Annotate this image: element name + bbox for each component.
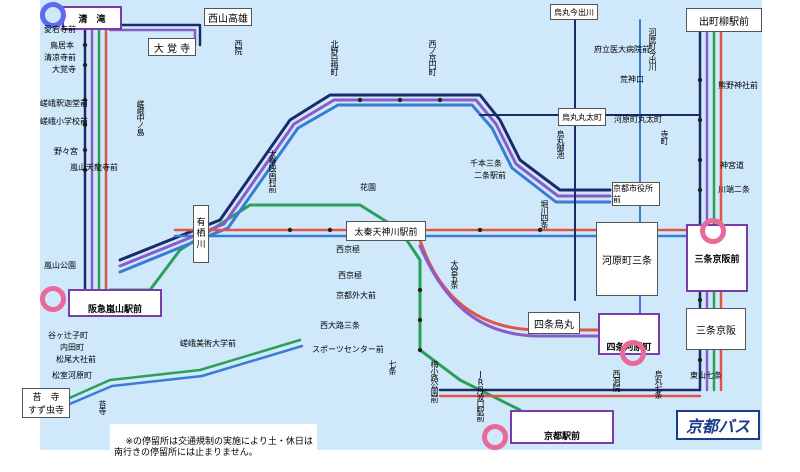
terminal-label: 阪急嵐山駅前 xyxy=(87,305,142,315)
station-label: 大宮五条 xyxy=(450,260,459,288)
box-label: 太秦天神川駅前 xyxy=(354,227,418,238)
station-label: 寺町 xyxy=(660,130,669,144)
terminal-label: 三条京阪前 xyxy=(694,254,740,265)
station-label: 苔寺 xyxy=(98,400,107,414)
terminal-label: 苔 寺 すず虫寺 xyxy=(27,393,64,416)
station-label: 西大路三条 xyxy=(320,321,360,330)
marker-hankyu-arashiyama xyxy=(40,286,66,312)
station-label: 神宮道 xyxy=(720,161,744,170)
terminal-demachiyanagi: 出町柳駅前 xyxy=(686,8,762,32)
station-label: 千本三条 xyxy=(470,159,502,168)
station-label: 嵐山天龍寺前 xyxy=(70,163,118,172)
station-label: 西ノ京円町 xyxy=(428,40,437,75)
station-label: 大覚寺 xyxy=(52,65,76,74)
box-label: 四条烏丸 xyxy=(534,319,574,331)
station-label: 府立医大病院前 xyxy=(594,45,650,54)
station-label: 嵯峨美術大学前 xyxy=(180,339,236,348)
box-shijo-keihan: 三条京阪 xyxy=(686,308,746,350)
station-label: 京都外大前 xyxy=(336,291,376,300)
station-label: 熊野神社前 xyxy=(718,81,758,90)
box-label: 烏丸今出川 xyxy=(554,7,594,17)
logo-text: 京都バス xyxy=(685,417,750,436)
station-label: 堀川四条 xyxy=(540,200,549,228)
station-label: 鳥居本 xyxy=(50,41,74,50)
footnote: ※の停留所は交通規制の実施により土・休日は 南行きの停留所には止まりません。 xyxy=(110,424,317,472)
marker-kyoto-eki xyxy=(482,424,508,450)
box-karasuma-imadegawa: 烏丸今出川 xyxy=(550,4,598,20)
station-label: 内田町 xyxy=(60,343,84,352)
terminal-kyoto-eki: 京都駅前 xyxy=(510,410,614,444)
box-label: 京都市役所前 xyxy=(613,184,653,204)
box-label: 烏丸丸太町 xyxy=(562,112,602,122)
bus-stops xyxy=(82,42,703,363)
terminal-kiyotaki: 清 滝 xyxy=(62,6,122,30)
box-daikakuji: 大 覚 寺 xyxy=(148,38,196,56)
station-label: 花園 xyxy=(360,183,376,192)
box-label: 有 栖 川 xyxy=(196,217,206,250)
terminal-label: 出町柳駅前 xyxy=(699,16,749,28)
box-shijo-karasuma: 四条烏丸 xyxy=(528,312,580,334)
station-label: 川端二条 xyxy=(718,185,750,194)
station-label: 西京極 xyxy=(338,271,362,280)
box-arisugawa: 有 栖 川 xyxy=(193,205,209,263)
station-label: 荒神口 xyxy=(620,75,644,84)
box-nishiyama-kosoku: 西山高雄 xyxy=(204,8,252,26)
marker-shijo-kawaramachi xyxy=(620,340,646,366)
marker-kiyotaki xyxy=(40,2,66,28)
box-label: 河原町三条 xyxy=(602,255,652,267)
box-label: 西山高雄 xyxy=(208,13,248,25)
station-label: 梅小路公園前 xyxy=(430,360,439,402)
box-uzumasa: 太秦天神川駅前 xyxy=(346,221,426,241)
station-label: 北野白梅町 xyxy=(330,40,339,75)
box-kyoto-shiyakusho: 京都市役所前 xyxy=(612,182,660,206)
station-label: 七条 xyxy=(388,360,397,374)
box-kawaramachi-sanjo: 河原町三条 xyxy=(596,222,658,296)
box-label: 三条京阪 xyxy=(696,325,736,337)
station-label: 烏丸御池 xyxy=(556,130,565,158)
station-label: 河原町丸太町 xyxy=(614,115,662,124)
kyoto-bus-logo: 京都バス xyxy=(676,410,760,440)
station-label: 西京極 xyxy=(336,245,360,254)
box-karasuma-marutamachi: 烏丸丸太町 xyxy=(558,108,606,126)
footnote-text: ※の停留所は交通規制の実施により土・休日は 南行きの停留所には止まりません。 xyxy=(114,437,313,458)
terminal-kokedera: 苔 寺 すず虫寺 xyxy=(22,388,70,418)
station-label: 西院 xyxy=(234,40,243,54)
terminal-hankyu-arashiyama: 阪急嵐山駅前 xyxy=(68,289,162,317)
station-label: 太秦映画村前 xyxy=(268,150,277,192)
route-map: 清 滝 阪急嵐山駅前 京都駅前 四条河原町 三条京阪前 出町柳駅前 苔 寺 すず… xyxy=(0,0,800,458)
station-label: 嵯峨中ノ島 xyxy=(136,100,145,135)
station-label: 西洞院 xyxy=(612,370,621,391)
station-label: 松尾大社前 xyxy=(56,355,96,364)
station-label: 嵐山公園 xyxy=(44,261,76,270)
station-label: 愛宕寺前 xyxy=(44,25,76,34)
marker-sanjo-keihan xyxy=(700,218,726,244)
station-label: 清凉寺前 xyxy=(44,53,76,62)
box-label: 大 覚 寺 xyxy=(153,43,191,55)
station-label: スポーツセンター前 xyxy=(312,345,384,354)
station-label: 野々宮 xyxy=(54,147,78,156)
station-label: 嵯峨小学校前 xyxy=(40,117,88,126)
station-label: 東山七条 xyxy=(690,371,722,380)
station-label: 松室河原町 xyxy=(52,371,92,380)
station-label: 嵯峨釈迦堂前 xyxy=(40,99,88,108)
station-label: JR丹波口駅前 xyxy=(476,370,485,421)
station-label: 河原町今出川 xyxy=(648,28,657,70)
station-label: 烏丸七条 xyxy=(654,370,663,398)
route-map-graphic xyxy=(0,0,800,450)
terminal-label: 清 滝 xyxy=(78,14,106,25)
terminal-label: 京都駅前 xyxy=(543,432,580,442)
station-label: 二条駅前 xyxy=(474,171,506,180)
station-label: 谷ヶ辻子町 xyxy=(48,331,88,340)
